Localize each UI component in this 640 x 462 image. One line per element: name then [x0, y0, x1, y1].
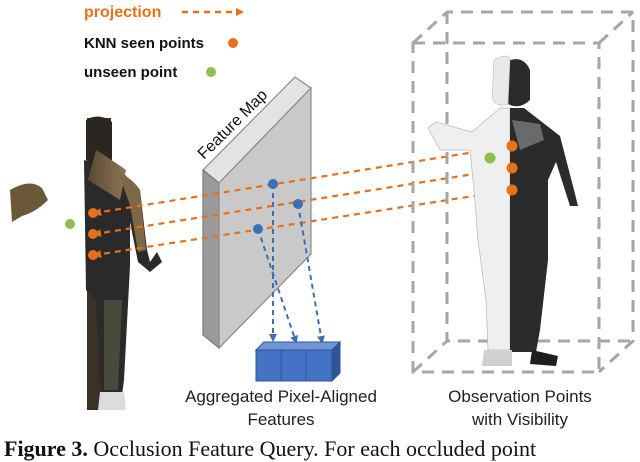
observation-unseen-point	[484, 152, 496, 164]
legend-projection-label: projection	[84, 4, 161, 21]
legend-knn-dot	[228, 38, 238, 48]
sample-arrow-3	[257, 228, 298, 344]
projection-arrows	[93, 144, 513, 259]
observation-label-line2: with Visibility	[471, 410, 569, 429]
sample-point-1	[268, 179, 278, 189]
observation-label-line1: Observation Points	[448, 387, 592, 406]
image-person	[10, 116, 162, 410]
observation-point-2	[506, 162, 518, 174]
observation-box	[411, 10, 635, 374]
observation-point-1	[506, 140, 518, 152]
caption-figure-label: Figure 3.	[4, 436, 88, 461]
projection-arrow-2	[93, 166, 513, 238]
legend-knn-label: KNN seen points	[84, 35, 204, 52]
point-cloud-person	[427, 55, 578, 366]
aggregated-features-blocks	[254, 340, 342, 383]
aggregated-label-line2: Features	[247, 410, 314, 429]
projection-arrow-3	[93, 188, 513, 259]
caption-text: Occlusion Feature Query. For each occlud…	[93, 436, 537, 461]
image-point-1	[88, 208, 98, 218]
image-point-3	[88, 250, 98, 260]
legend: projection KNN seen points unseen point	[84, 4, 244, 81]
legend-unseen-dot	[206, 67, 216, 77]
projection-arrow-1	[93, 144, 513, 216]
legend-unseen-label: unseen point	[84, 64, 177, 81]
feature-sampling	[253, 179, 325, 344]
image-point-2	[88, 229, 98, 239]
sample-point-2	[293, 199, 303, 209]
observation-point-3	[506, 184, 518, 196]
sample-point-3	[253, 224, 263, 234]
figure-caption: Figure 3. Occlusion Feature Query. For e…	[4, 436, 636, 462]
feature-map: Feature Map	[195, 76, 312, 350]
aggregated-label-line1: Aggregated Pixel-Aligned	[185, 387, 377, 406]
image-unseen-point	[65, 219, 75, 229]
